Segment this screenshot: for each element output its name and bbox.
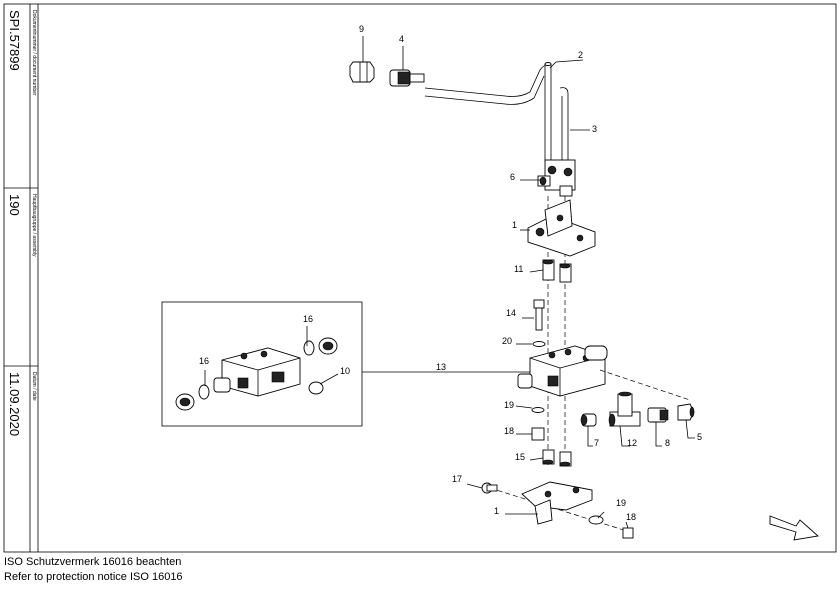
callout: 5 bbox=[697, 432, 702, 442]
callout: 3 bbox=[592, 124, 597, 134]
callout: 1 bbox=[512, 220, 517, 230]
callout: 20 bbox=[502, 336, 512, 346]
detail-plug-10 bbox=[308, 381, 324, 395]
detail-cap-left-inner bbox=[179, 397, 191, 407]
document-number-label: Dokumentnummer / document number bbox=[31, 10, 37, 96]
callout: 19 bbox=[616, 498, 626, 508]
callout: 17 bbox=[452, 474, 462, 484]
part-17-bolt bbox=[481, 482, 498, 494]
assembly-label: Hauptbaugruppe / assembly bbox=[31, 194, 37, 257]
part-7-fitting bbox=[580, 413, 597, 427]
callout: 18 bbox=[504, 426, 514, 436]
footer-notice-de: ISO Schutzvermerk 16016 beachten bbox=[4, 556, 182, 568]
part-1-bracket-upper bbox=[527, 199, 596, 257]
detail-oring-left bbox=[198, 384, 210, 400]
date-label: Datum / date bbox=[31, 372, 37, 401]
pipe-3 bbox=[559, 87, 569, 160]
part-19-washer-lower bbox=[588, 515, 604, 525]
callout: 19 bbox=[504, 400, 514, 410]
part-15-fittings bbox=[542, 449, 572, 467]
part-5-fitting bbox=[677, 403, 695, 421]
callout: 14 bbox=[506, 308, 516, 318]
part-6-tee bbox=[537, 159, 576, 197]
callout: 12 bbox=[627, 438, 637, 448]
callout: 8 bbox=[665, 438, 670, 448]
part-1-bracket-lower bbox=[521, 481, 593, 525]
part-14-bolt bbox=[533, 299, 545, 331]
callout: 13 bbox=[436, 362, 446, 372]
callout: 16 bbox=[303, 314, 313, 324]
part-13-valve-block bbox=[517, 345, 608, 397]
part-8-fitting bbox=[647, 407, 669, 423]
center-line bbox=[599, 369, 691, 401]
part-4-fitting bbox=[389, 69, 425, 87]
part-19-washer bbox=[531, 407, 545, 413]
callout: 11 bbox=[514, 264, 523, 274]
part-18-nut-lower bbox=[622, 527, 634, 539]
part-20-washer bbox=[532, 341, 546, 347]
callout: 18 bbox=[626, 512, 636, 522]
callout: 10 bbox=[340, 366, 350, 376]
part-18-nut bbox=[531, 427, 545, 441]
footer-notice-en: Refer to protection notice ISO 16016 bbox=[4, 571, 183, 583]
detail-inset-frame bbox=[161, 301, 363, 427]
center-line bbox=[489, 487, 631, 533]
leader-lines bbox=[204, 36, 695, 529]
part-11-fittings bbox=[542, 259, 572, 283]
assembly-number: 190 bbox=[7, 194, 22, 216]
drawing-frame bbox=[3, 3, 837, 553]
callout: 7 bbox=[594, 438, 599, 448]
callout: 16 bbox=[199, 356, 209, 366]
detail-valve-block bbox=[213, 347, 301, 397]
detail-cap-right-inner bbox=[322, 341, 334, 351]
callout: 2 bbox=[578, 50, 583, 60]
detail-oring-right bbox=[303, 340, 315, 356]
document-number: SPI.57899 bbox=[7, 10, 22, 71]
date-value: 11.09.2020 bbox=[7, 372, 22, 437]
callout-labels: 9 4 2 3 6 1 11 14 20 13 19 18 15 17 1 19… bbox=[199, 24, 702, 522]
callout: 4 bbox=[399, 34, 404, 44]
callout: 15 bbox=[515, 452, 525, 462]
direction-arrow-icon bbox=[769, 515, 820, 541]
callout: 6 bbox=[510, 172, 515, 182]
part-12-tee bbox=[608, 391, 641, 427]
part-9-nut bbox=[349, 61, 375, 83]
callout: 1 bbox=[494, 506, 499, 516]
callout: 9 bbox=[359, 24, 364, 34]
pipe-2 bbox=[424, 62, 552, 160]
